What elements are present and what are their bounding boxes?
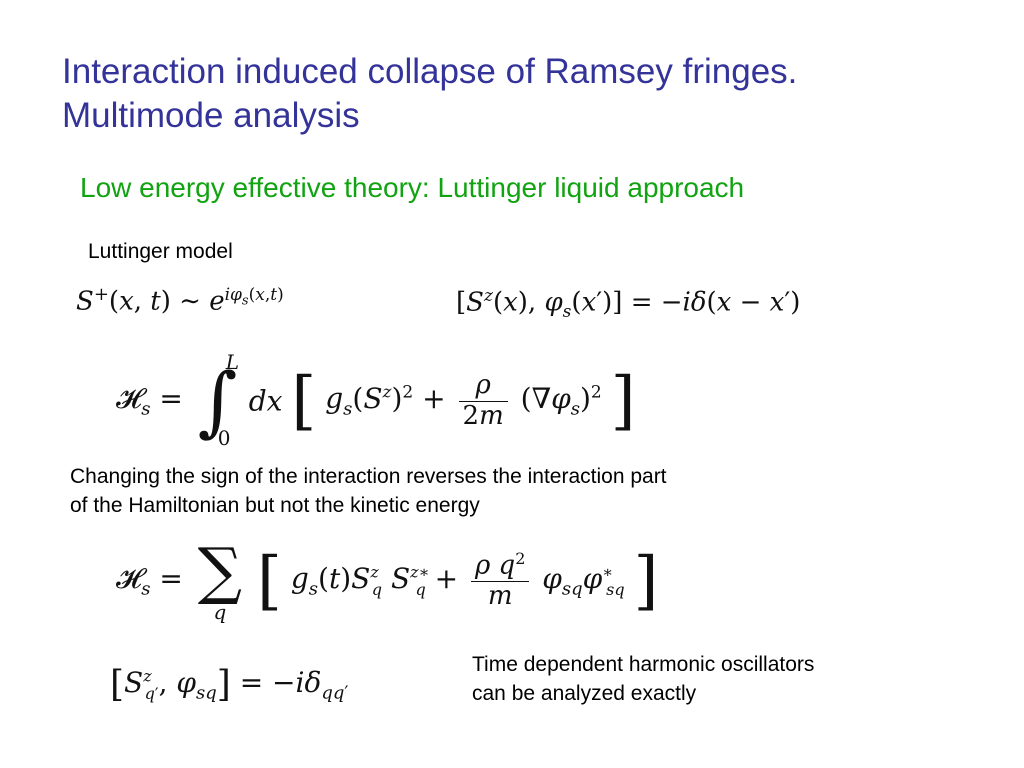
paragraph-sign-change: Changing the sign of the interaction rev… xyxy=(70,462,667,520)
title-line-2: Multimode analysis xyxy=(62,96,360,135)
note-line-1: Time dependent harmonic oscillators xyxy=(472,653,815,676)
slide-subtitle: Low energy effective theory: Luttinger l… xyxy=(80,172,745,203)
paragraph-line-1: Changing the sign of the interaction rev… xyxy=(70,465,667,488)
slide-title: Interaction induced collapse of Ramsey f… xyxy=(62,50,982,138)
equation-commutator: [Sz(x), φs(x′)] = −iδ(x − x′) xyxy=(456,286,801,322)
note-line-2: can be analyzed exactly xyxy=(472,682,697,705)
note-harmonic-oscillators: Time dependent harmonic oscillators can … xyxy=(472,650,814,708)
paragraph-line-2: of the Hamiltonian but not the kinetic e… xyxy=(70,494,480,517)
section-label: Luttinger model xyxy=(88,240,233,263)
equation-spin-raising: S+(x, t) ∼ eiφs(x,t) xyxy=(76,284,284,317)
title-line-1: Interaction induced collapse of Ramsey f… xyxy=(62,52,798,91)
equation-mode-commutator: [Szq′, φsq] = −iδqq′ xyxy=(110,664,349,705)
